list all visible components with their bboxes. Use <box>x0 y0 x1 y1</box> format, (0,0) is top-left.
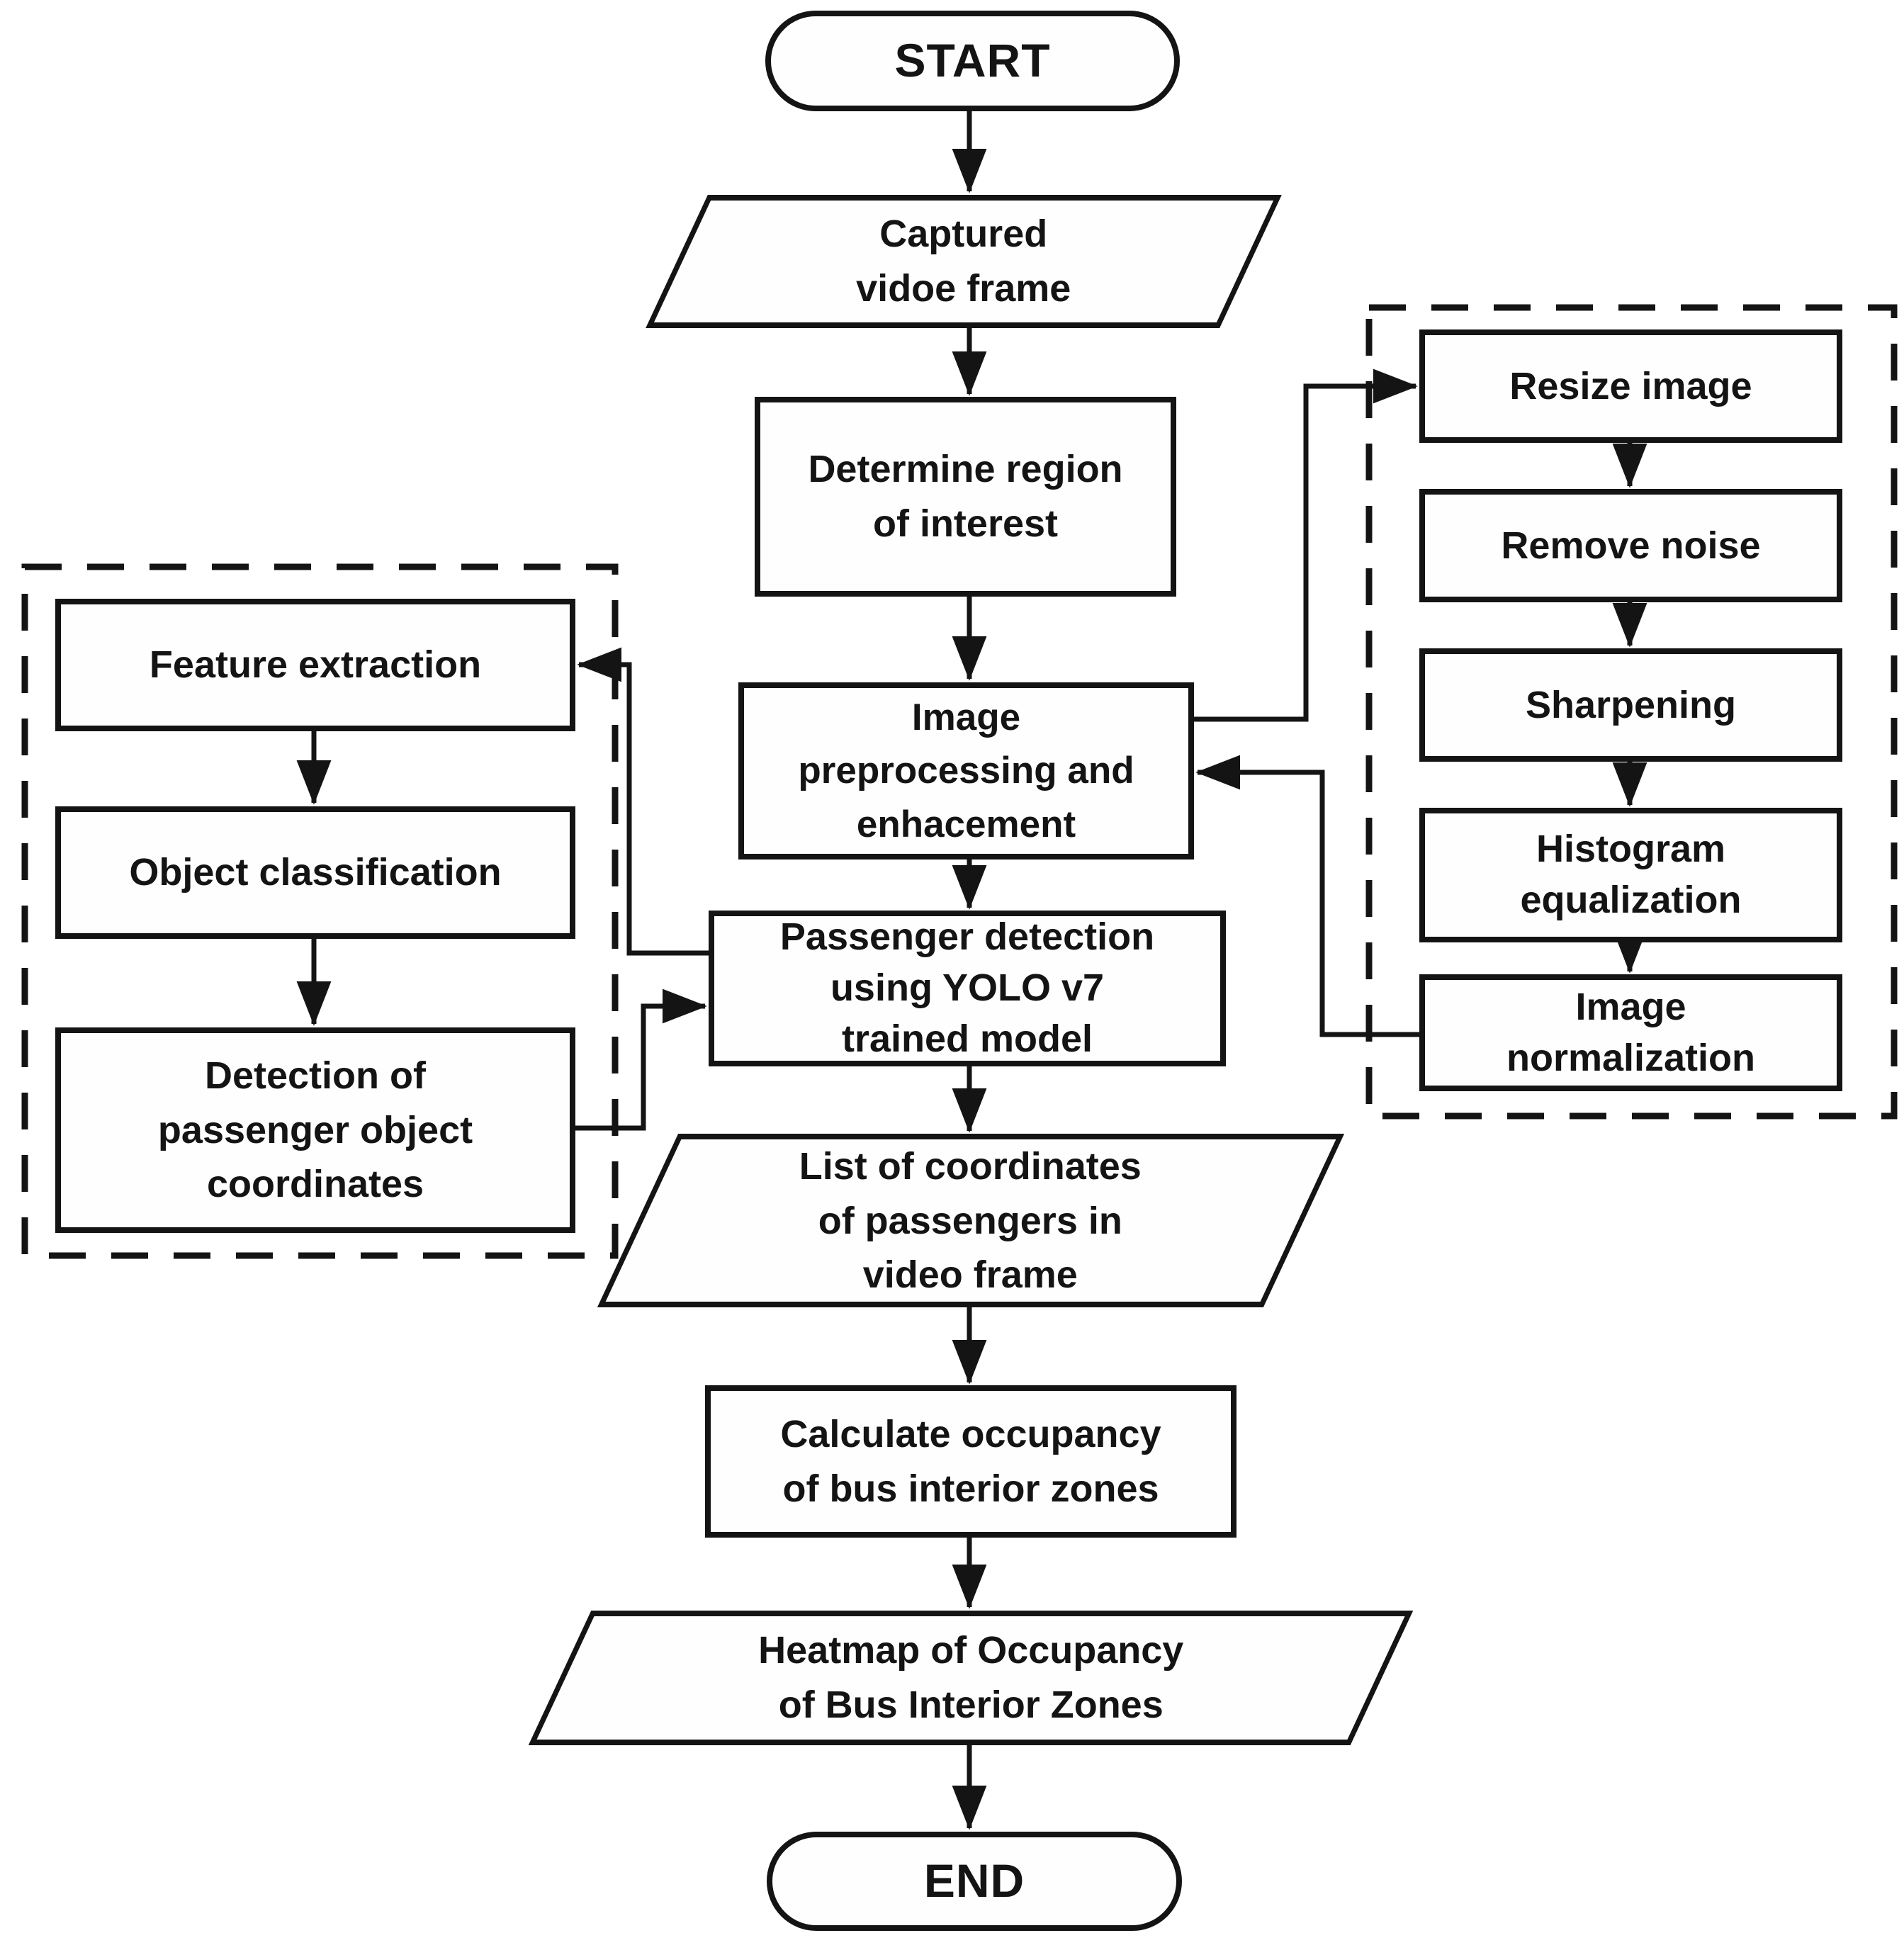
node-start: START <box>765 11 1180 111</box>
node-list-of-coordinates: List of coordinates of passengers in vid… <box>597 1134 1345 1307</box>
node-image-preprocessing: Image preprocessing and enhacement <box>738 682 1194 860</box>
node-remove-noise: Remove noise <box>1419 489 1842 602</box>
edge-detectcoords-yolo <box>573 988 707 1131</box>
group-detection-substeps-border <box>21 563 619 1259</box>
node-image-normalization: Image normalization <box>1419 974 1842 1091</box>
edge-preprocessing-resize <box>1191 368 1418 722</box>
node-captured-video-frame: Captured vidoe frame <box>646 195 1282 328</box>
node-determine-region-of-interest: Determine region of interest <box>755 397 1176 597</box>
node-end: END <box>767 1832 1182 1931</box>
node-object-classification: Object classification <box>55 806 575 939</box>
node-heatmap-output: Heatmap of Occupancy of Bus Interior Zon… <box>528 1611 1414 1745</box>
node-feature-extraction: Feature extraction <box>55 599 575 731</box>
group-preprocessing-substeps-border <box>1365 304 1898 1120</box>
node-resize-image: Resize image <box>1419 329 1842 443</box>
edge-normalization-preprocessing <box>1195 755 1422 1037</box>
edge-yolo-featureextraction <box>577 647 711 956</box>
node-detection-of-passenger-coordinates: Detection of passenger object coordinate… <box>55 1027 575 1233</box>
node-sharpening: Sharpening <box>1419 648 1842 762</box>
node-calculate-occupancy: Calculate occupancy of bus interior zone… <box>705 1385 1237 1538</box>
node-passenger-detection-yolo: Passenger detection using YOLO v7 traine… <box>709 911 1226 1066</box>
node-histogram-equalization: Histogram equalization <box>1419 808 1842 942</box>
